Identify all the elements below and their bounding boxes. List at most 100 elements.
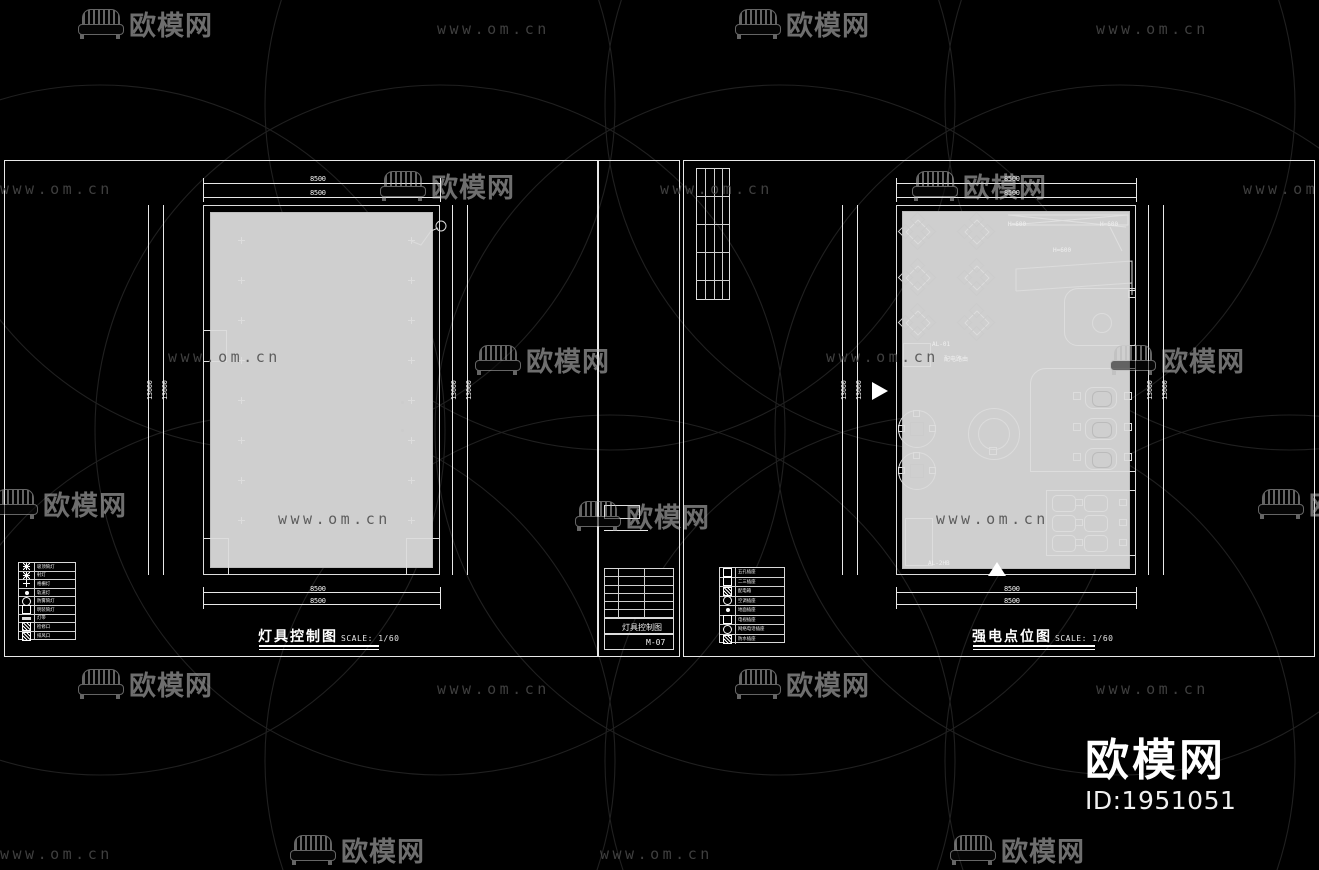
section-arrow-up xyxy=(988,562,1006,576)
wall-socket xyxy=(1124,453,1132,461)
section-arrow-right xyxy=(872,382,888,400)
annotation-al01: AL-01 xyxy=(932,341,951,348)
legend-symbol-cell xyxy=(19,622,35,632)
lighting-plan-frame xyxy=(4,160,598,657)
legend-row: 地面插座 xyxy=(720,606,784,616)
dim-bottom-outer: 8500 xyxy=(1004,585,1020,593)
lounge-seat xyxy=(1085,387,1117,409)
dot-icon xyxy=(725,608,730,613)
legend-symbol-cell xyxy=(605,569,619,577)
legend-mid-cell xyxy=(619,585,645,593)
lighting-dim-tick xyxy=(203,587,204,609)
grid-line xyxy=(722,168,723,300)
circle-icon xyxy=(723,624,732,634)
middle-title-text: 灯具控制图 xyxy=(622,623,662,632)
title-underline-thin xyxy=(973,649,1095,650)
dim-top-inner: 8500 xyxy=(310,189,326,197)
lighting-dim-line-left-outer xyxy=(148,205,149,575)
power-dim-line-right-outer xyxy=(1163,205,1164,575)
power-dim-line-right-inner xyxy=(1148,205,1149,575)
lighting-dim-line-right-outer xyxy=(467,205,468,575)
round-table-set xyxy=(898,452,936,490)
cross-icon xyxy=(23,580,30,588)
feeder-line xyxy=(931,355,1015,356)
dim-right-outer: 13000 xyxy=(465,380,473,400)
legend-label: 五孔插座 xyxy=(738,570,756,576)
middle-legend-table[interactable] xyxy=(604,568,674,619)
legend-symbol-cell xyxy=(720,606,736,615)
dim-top-outer: 8500 xyxy=(310,175,326,183)
legend-label xyxy=(645,569,673,576)
middle-rule xyxy=(604,530,648,531)
dim-bottom-outer: 8500 xyxy=(310,585,326,593)
legend-label xyxy=(645,586,673,593)
secondary-board xyxy=(905,518,933,566)
legend-label: 防水插座 xyxy=(738,637,756,643)
side-table xyxy=(1073,453,1081,461)
booth-table xyxy=(1075,539,1083,546)
legend-row: 检修口 xyxy=(19,622,75,632)
legend-label: 吸顶筒灯 xyxy=(37,564,55,570)
lighting-dim-tick xyxy=(440,178,441,202)
legend-label xyxy=(645,602,673,609)
legend-symbol-cell xyxy=(720,596,736,606)
hatch-icon xyxy=(22,622,31,632)
lighting-circuit-right xyxy=(411,240,412,520)
legend-label: 空调插座 xyxy=(738,598,756,604)
dim-left-outer: 13000 xyxy=(840,380,848,400)
lighting-dim-tick xyxy=(440,587,441,609)
light-fixture xyxy=(237,516,245,524)
booth-zone xyxy=(1046,490,1136,556)
annotation-al2hb: AL-2HB xyxy=(928,560,950,567)
lighting-circuit-left xyxy=(241,240,242,520)
legend-row: 明装筒灯 xyxy=(19,605,75,615)
lighting-niche-left xyxy=(203,330,227,362)
lighting-dim-line-right-inner xyxy=(452,205,453,575)
floor-socket xyxy=(989,447,997,455)
legend-row: 空调插座 xyxy=(720,596,784,606)
hatch-icon xyxy=(723,586,732,596)
brand-id: ID:1951051 xyxy=(1085,786,1237,816)
legend-row: 电视插座 xyxy=(720,615,784,625)
booth-socket xyxy=(1119,539,1127,546)
legend-mid-cell xyxy=(619,602,645,610)
title-underline-thin xyxy=(259,649,379,650)
legend-symbol-cell xyxy=(720,567,736,577)
light-fixture xyxy=(237,276,245,284)
legend-label: 射灯 xyxy=(37,573,46,579)
square-icon xyxy=(723,577,732,587)
lighting-room-outline xyxy=(203,205,440,575)
legend-label: 二三插座 xyxy=(738,579,756,585)
dim-top-inner: 8500 xyxy=(1004,189,1020,197)
dining-table-set xyxy=(897,257,937,297)
counter-circle xyxy=(1092,313,1112,333)
distribution-board xyxy=(903,343,931,367)
legend-table-lighting[interactable]: 吸顶筒灯射灯格栅灯轨道灯防雾筒灯明装筒灯灯带检修口排风口 xyxy=(18,562,76,641)
lounge-seat xyxy=(1085,418,1117,440)
legend-row: 轨道灯 xyxy=(19,588,75,598)
booth-seat xyxy=(1052,495,1076,512)
legend-label: 网络电话插座 xyxy=(738,627,765,633)
star-icon xyxy=(23,563,30,571)
booth-seat xyxy=(1084,535,1108,552)
legend-symbol-cell xyxy=(19,588,35,597)
legend-symbol-cell xyxy=(605,593,619,602)
ceiling-point xyxy=(400,400,404,404)
conduit-routing xyxy=(1007,214,1129,252)
dim-left-inner: 13000 xyxy=(855,380,863,400)
legend-label: 明装筒灯 xyxy=(37,607,55,613)
annotation-h600-c: H=600 xyxy=(1053,247,1072,254)
legend-row: 网络电话插座 xyxy=(720,624,784,635)
power-dim-line-bottom-outer xyxy=(896,592,1136,593)
legend-label: 排风口 xyxy=(37,634,51,640)
light-fixture xyxy=(237,436,245,444)
service-area-outline xyxy=(1015,260,1133,295)
dining-table-set xyxy=(897,211,937,251)
feature-ring-inner xyxy=(978,418,1010,450)
legend-row: 配电箱 xyxy=(720,586,784,597)
light-fixture xyxy=(407,236,415,244)
brand-name: 欧模网 xyxy=(1085,735,1226,786)
feature-ring-outer xyxy=(968,408,1020,460)
square-icon xyxy=(723,615,732,625)
legend-table-power[interactable]: 五孔插座二三插座配电箱空调插座地面插座电视插座网络电话插座防水插座 xyxy=(719,567,785,644)
